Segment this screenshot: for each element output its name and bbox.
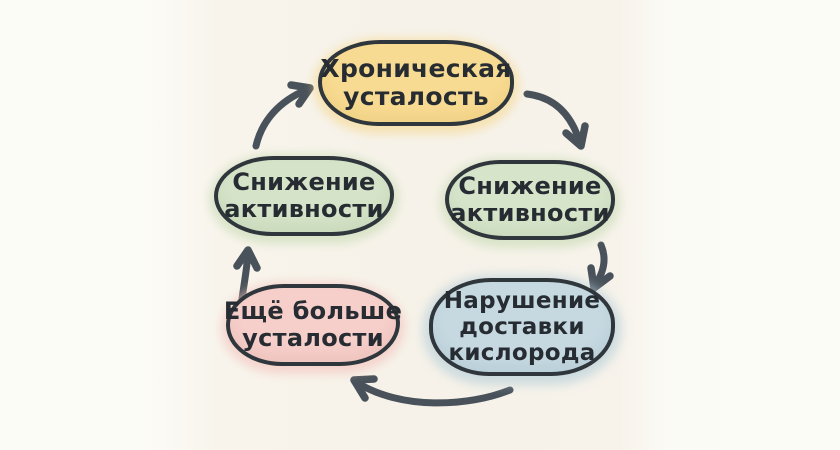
arrow-left-icon bbox=[350, 375, 514, 407]
node-label-line: Хроническая bbox=[320, 53, 512, 83]
node-reduced-activity-right: Снижение активности bbox=[445, 160, 615, 240]
node-label-line: Снижение bbox=[458, 171, 602, 200]
arrow-up-right-icon bbox=[252, 81, 314, 150]
node-label-line: доставки bbox=[459, 314, 585, 340]
node-label-line: усталость bbox=[343, 82, 489, 111]
node-label-line: Снижение bbox=[232, 167, 376, 196]
node-impaired-oxygen-delivery: Нарушение доставки кислорода bbox=[429, 278, 615, 376]
node-more-fatigue: Ещё больше усталости bbox=[223, 284, 403, 366]
node-label-line: активности bbox=[224, 195, 384, 223]
node-label-line: активности bbox=[450, 199, 610, 227]
arrow-down-right-icon bbox=[523, 90, 589, 150]
node-label-line: Ещё больше bbox=[223, 296, 403, 325]
arrow-down-icon bbox=[587, 241, 614, 292]
node-reduced-activity-left: Снижение активности bbox=[214, 156, 394, 236]
node-label-line: усталости bbox=[242, 324, 384, 352]
node-label-line: кислорода bbox=[448, 339, 596, 366]
node-chronic-fatigue: Хроническая усталость bbox=[318, 40, 514, 126]
node-label-line: Нарушение bbox=[443, 288, 601, 315]
